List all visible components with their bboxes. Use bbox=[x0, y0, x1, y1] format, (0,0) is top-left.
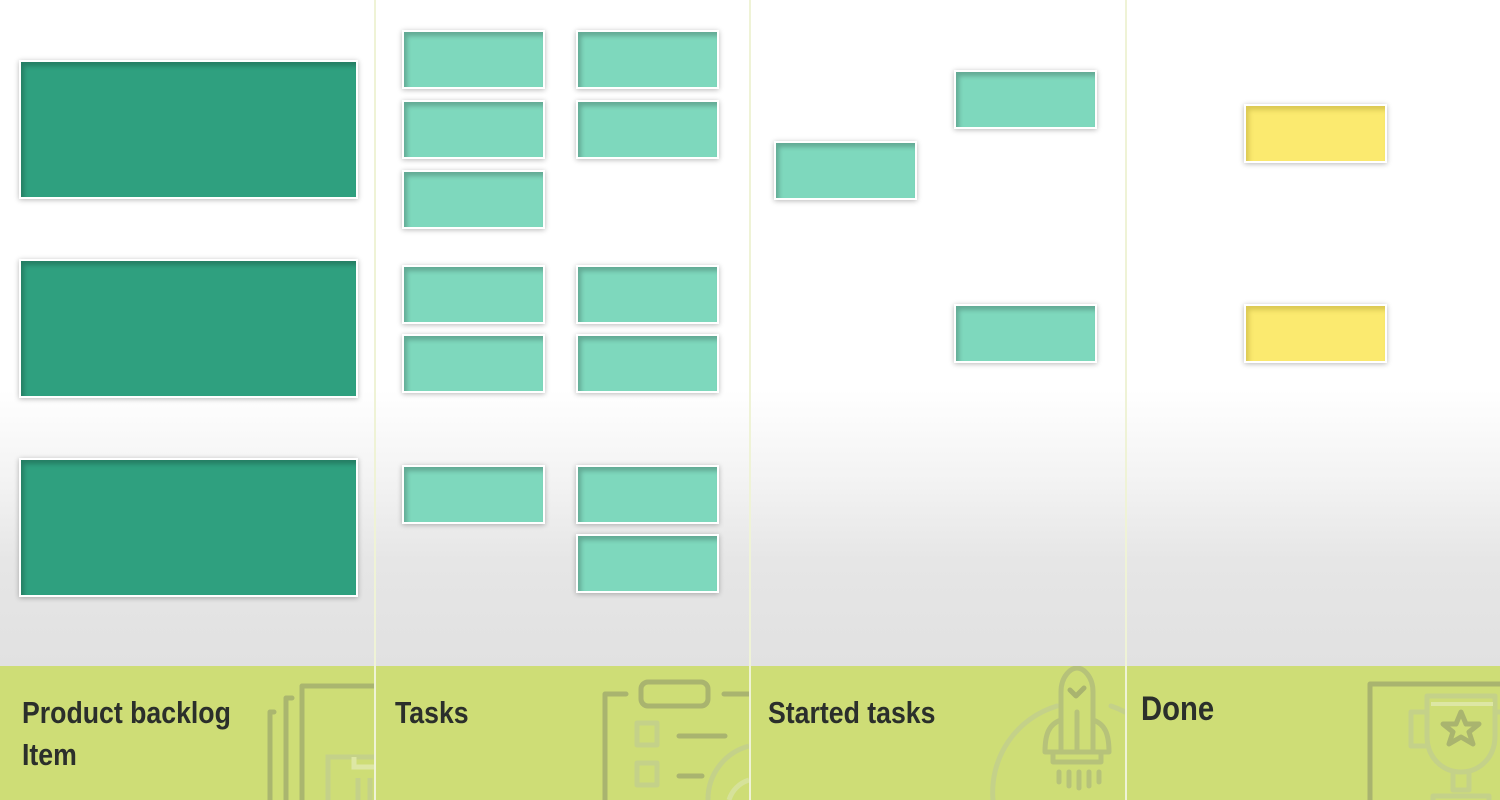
task-card[interactable] bbox=[402, 465, 545, 524]
task-card[interactable] bbox=[402, 170, 545, 229]
task-card[interactable] bbox=[402, 334, 545, 393]
column-label-line-1: Product backlog bbox=[22, 695, 231, 730]
task-card[interactable] bbox=[576, 334, 719, 393]
rocket-icon bbox=[990, 666, 1125, 800]
column-header-done: Done bbox=[1127, 666, 1500, 800]
started-task-card[interactable] bbox=[954, 304, 1097, 363]
task-card[interactable] bbox=[576, 100, 719, 159]
checklist-clipboard-icon bbox=[602, 679, 749, 800]
column-label: Done bbox=[1141, 690, 1215, 728]
backlog-item-card[interactable] bbox=[19, 60, 358, 199]
trophy-star-icon bbox=[1367, 681, 1500, 800]
column-label-line-2: Item bbox=[22, 737, 77, 772]
document-stack-icon bbox=[267, 683, 374, 800]
column-label: Started tasks bbox=[768, 695, 936, 730]
column-header-started-tasks: Started tasks bbox=[751, 666, 1125, 800]
done-card[interactable] bbox=[1244, 104, 1387, 163]
started-task-card[interactable] bbox=[954, 70, 1097, 129]
task-card[interactable] bbox=[402, 265, 545, 324]
task-card[interactable] bbox=[402, 30, 545, 89]
column-divider bbox=[374, 0, 376, 800]
column-header-product-backlog: Product backlog Item bbox=[0, 666, 374, 800]
task-card[interactable] bbox=[576, 465, 719, 524]
task-card[interactable] bbox=[576, 30, 719, 89]
task-card[interactable] bbox=[402, 100, 545, 159]
started-task-card[interactable] bbox=[774, 141, 917, 200]
column-label: Product backlog Item bbox=[22, 692, 231, 776]
column-label: Tasks bbox=[395, 695, 469, 730]
backlog-item-card[interactable] bbox=[19, 458, 358, 597]
done-card[interactable] bbox=[1244, 304, 1387, 363]
column-divider bbox=[749, 0, 751, 800]
task-card[interactable] bbox=[576, 265, 719, 324]
task-card[interactable] bbox=[576, 534, 719, 593]
backlog-item-card[interactable] bbox=[19, 259, 358, 398]
column-header-tasks: Tasks bbox=[376, 666, 749, 800]
column-divider bbox=[1125, 0, 1127, 800]
